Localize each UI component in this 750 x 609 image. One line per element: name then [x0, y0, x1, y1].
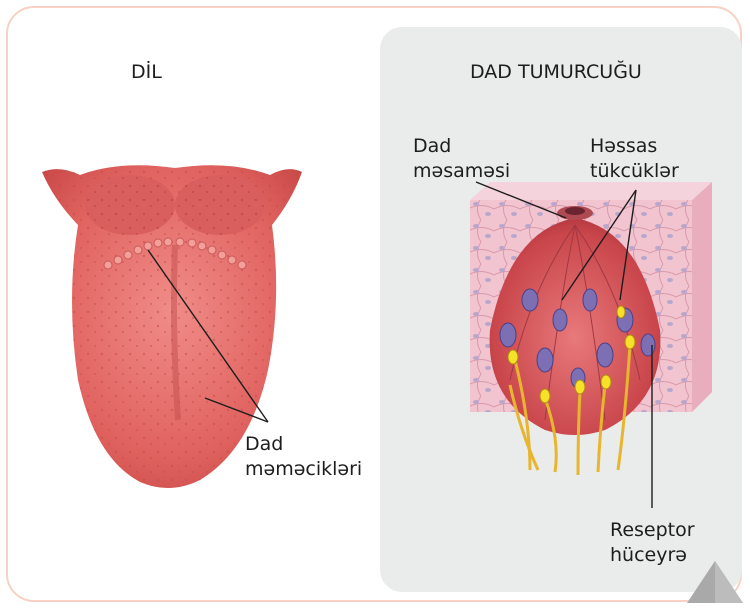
- taste-hairs-label: Həssas tükcüklər: [590, 134, 679, 184]
- papillae-label-line1: Dad: [245, 432, 362, 457]
- taste-pore-label-line1: Dad: [413, 134, 510, 159]
- receptor-cell-label: Reseptor hüceyrə: [610, 518, 695, 568]
- taste-hairs-label-line2: tükcüklər: [590, 159, 679, 184]
- taste-bud-illustration: [470, 182, 712, 508]
- taste-hairs-label-line1: Həssas: [590, 134, 679, 159]
- receptor-cell-label-line1: Reseptor: [610, 518, 695, 543]
- papillae-label: Dad məməcikləri: [245, 432, 362, 482]
- page-corner-triangle-icon[interactable]: [685, 555, 745, 605]
- receptor-cell-label-line2: hüceyrə: [610, 543, 695, 568]
- taste-pore-label: Dad məsaməsi: [413, 134, 510, 184]
- taste-pore-label-line2: məsaməsi: [413, 159, 510, 184]
- papillae-label-line2: məməcikləri: [245, 457, 362, 482]
- tongue-title: DİL: [131, 60, 162, 85]
- taste-bud-title: DAD TUMURCUĞU: [470, 60, 642, 85]
